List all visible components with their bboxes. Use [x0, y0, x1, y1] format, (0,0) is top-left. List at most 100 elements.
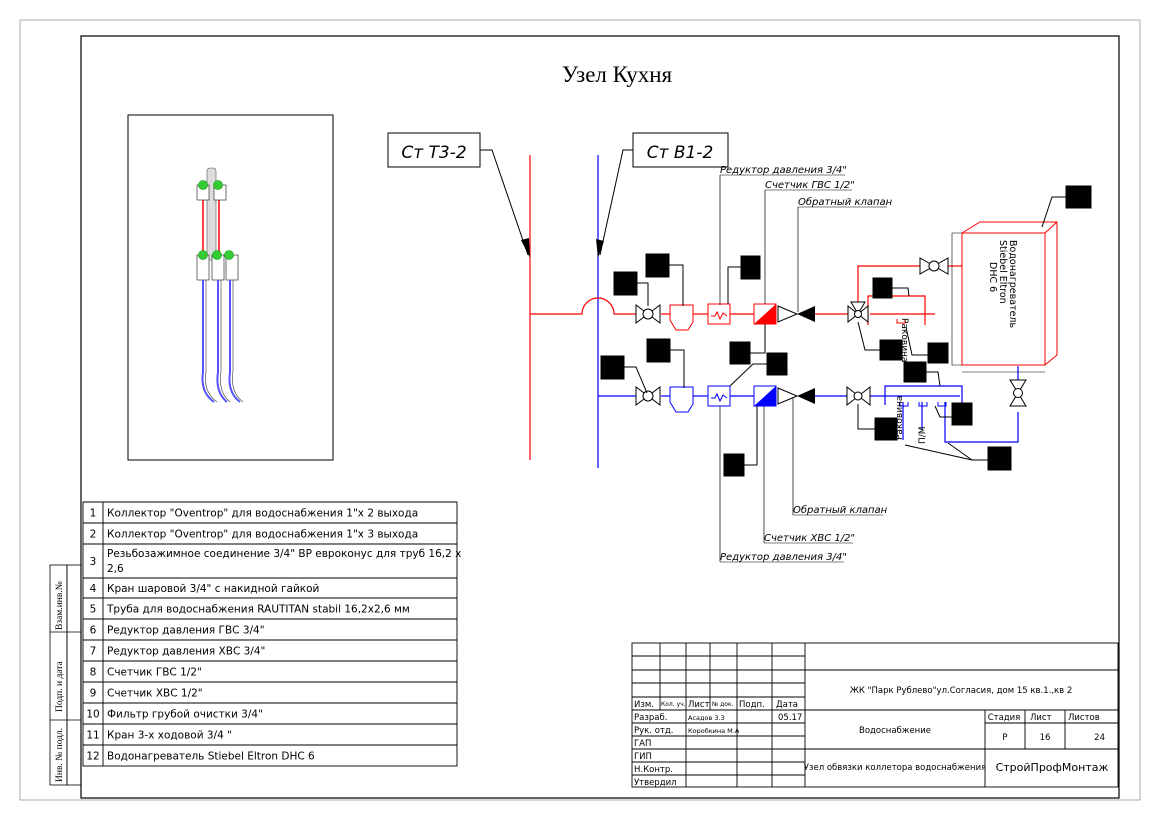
- svg-text:Лист: Лист: [688, 700, 710, 710]
- svg-text:Редуктор давления ХВС 3/4": Редуктор давления ХВС 3/4": [107, 646, 265, 658]
- ball-valve-hot: [635, 304, 661, 324]
- svg-text:Коробкина М.А: Коробкина М.А: [688, 727, 740, 735]
- svg-text:24: 24: [1094, 733, 1105, 743]
- water-heater: Водонагреватель Stiebel Eltron DHC 6: [951, 221, 1058, 373]
- callout-5b: 5: [904, 442, 1012, 471]
- outer-border: [19, 19, 1141, 801]
- ball-valve-cold: [635, 386, 661, 406]
- cold-reducer-note: Редуктор давления 3/4": [720, 552, 847, 563]
- svg-text:№ док.: № док.: [712, 701, 734, 708]
- svg-text:5: 5: [90, 604, 97, 616]
- svg-text:Редуктор давления ГВС 3/4": Редуктор давления ГВС 3/4": [107, 625, 265, 637]
- collector-image: [127, 114, 334, 461]
- svg-text:3: 3: [90, 556, 97, 568]
- ball-valve-heater-cold: [1009, 379, 1027, 407]
- legend-row: 5 Труба для водоснабжения RAUTITAN stabil…: [82, 597, 458, 620]
- svg-text:4: 4: [882, 423, 890, 437]
- title-block-text: Изм. Кол. уч. Лист № док. Подп. Дата ЖК …: [634, 686, 1108, 788]
- svg-text:Изм.: Изм.: [634, 700, 654, 710]
- callout-6: 6: [727, 255, 761, 304]
- svg-text:2: 2: [90, 529, 97, 541]
- annotations: Редуктор давления 3/4" Счетчик ГВС 1/2" …: [719, 165, 893, 563]
- svg-text:ГИП: ГИП: [634, 752, 652, 762]
- svg-text:4: 4: [621, 277, 629, 291]
- dishwasher-label: П/М: [918, 426, 928, 444]
- svg-text:3: 3: [958, 408, 966, 422]
- svg-text:Взам.инв.№: Взам.инв.№: [55, 581, 65, 630]
- callout-4c: 4: [857, 404, 898, 441]
- svg-text:05.17: 05.17: [778, 713, 802, 723]
- sink-hot-label: Раковина: [899, 318, 909, 362]
- company-name: СтройПрофМонтаж: [996, 761, 1109, 774]
- svg-text:Коллектор "Oventrop" для водос: Коллектор "Oventrop" для водоснабжения 1…: [107, 508, 418, 520]
- svg-text:2,6: 2,6: [107, 563, 124, 575]
- svg-text:9: 9: [90, 688, 97, 700]
- side-stamp: Взам.инв.№ Подп. и дата Инв. № подл.: [49, 564, 82, 786]
- callout-7: 7: [729, 352, 788, 387]
- drawing-name: Узел обвязки коллетора водоснабжения: [804, 763, 986, 773]
- callout-8: 8: [729, 324, 766, 365]
- svg-text:Утвердил: Утвердил: [634, 778, 677, 788]
- svg-text:Подп. и дата: Подп. и дата: [55, 660, 65, 712]
- hot-meter-note: Счетчик ГВС 1/2": [765, 180, 855, 191]
- svg-text:Коллектор "Oventrop" для водос: Коллектор "Oventrop" для водоснабжения 1…: [107, 529, 418, 541]
- hot-check-note: Обратный клапан: [798, 196, 893, 208]
- svg-text:Водонагреватель: Водонагреватель: [1007, 240, 1018, 328]
- svg-text:Кол. уч.: Кол. уч.: [661, 701, 686, 708]
- svg-text:Stiebel Eltron: Stiebel Eltron: [997, 240, 1008, 304]
- svg-text:Подп.: Подп.: [739, 700, 765, 710]
- svg-text:Водонагреватель Stiebel Eltron: Водонагреватель Stiebel Eltron DHC 6: [107, 751, 315, 763]
- reducer-cold: [707, 385, 731, 407]
- svg-text:Стадия: Стадия: [988, 713, 1021, 723]
- riser-label-cold: Ст В1-2: [596, 132, 729, 258]
- svg-text:Лист: Лист: [1030, 713, 1052, 723]
- callout-10b: 10: [646, 338, 685, 388]
- svg-text:5: 5: [995, 452, 1003, 466]
- svg-text:Ст Т3-2: Ст Т3-2: [401, 143, 466, 163]
- three-way-valve: [847, 301, 869, 324]
- svg-text:10: 10: [86, 709, 99, 721]
- svg-text:16: 16: [1040, 733, 1051, 743]
- legend-row: 12 Водонагреватель Stiebel Eltron DHC 6: [82, 744, 458, 767]
- svg-text:7: 7: [773, 358, 781, 372]
- svg-text:1: 1: [90, 508, 97, 520]
- svg-text:6: 6: [90, 625, 97, 637]
- svg-text:Р: Р: [1002, 733, 1007, 743]
- callouts: 4 10 6 8 7 4 10 9 1 11 5 2 3 4 5 12: [600, 185, 1092, 477]
- svg-text:Труба для водоснабжения RAUTIT: Труба для водоснабжения RAUTITAN stabil …: [106, 604, 410, 616]
- project-name: ЖК "Парк Рублево"ул.Согласия, дом 15 кв.…: [850, 686, 1073, 696]
- callout-5a: 5: [905, 326, 949, 364]
- svg-text:12: 12: [1070, 191, 1085, 205]
- svg-text:Н.Контр.: Н.Контр.: [634, 765, 673, 775]
- svg-text:Счетчик ХВС 1/2": Счетчик ХВС 1/2": [107, 688, 203, 700]
- callout-9: 9: [723, 406, 758, 477]
- svg-text:DHC 6: DHC 6: [987, 262, 998, 292]
- reducer-hot: [707, 303, 731, 325]
- section-name: Водоснабжение: [859, 726, 931, 736]
- callout-10a: 10: [645, 253, 684, 306]
- hot-reducer-note: Редуктор давления 3/4": [720, 165, 847, 176]
- sink-cold-label: Раковина: [895, 396, 905, 440]
- legend-row: 6 Редуктор давления ГВС 3/4": [82, 618, 458, 641]
- callout-2: 2: [903, 361, 941, 387]
- svg-text:2: 2: [911, 366, 919, 380]
- filter-hot: [669, 304, 694, 331]
- svg-text:12: 12: [86, 751, 99, 763]
- svg-text:10: 10: [649, 259, 665, 273]
- callout-12: 12: [1041, 185, 1092, 228]
- cold-meter-note: Счетчик ХВС 1/2": [764, 533, 855, 544]
- svg-text:Листов: Листов: [1068, 713, 1100, 723]
- svg-text:6: 6: [746, 261, 754, 275]
- check-valve-cold: [777, 387, 815, 405]
- svg-text:Асадов З.З: Асадов З.З: [688, 714, 725, 722]
- legend-row: 2 Коллектор "Oventrop" для водоснабжения …: [82, 522, 458, 545]
- callout-4a: 4: [613, 271, 649, 306]
- svg-text:Счетчик ГВС 1/2": Счетчик ГВС 1/2": [107, 667, 202, 679]
